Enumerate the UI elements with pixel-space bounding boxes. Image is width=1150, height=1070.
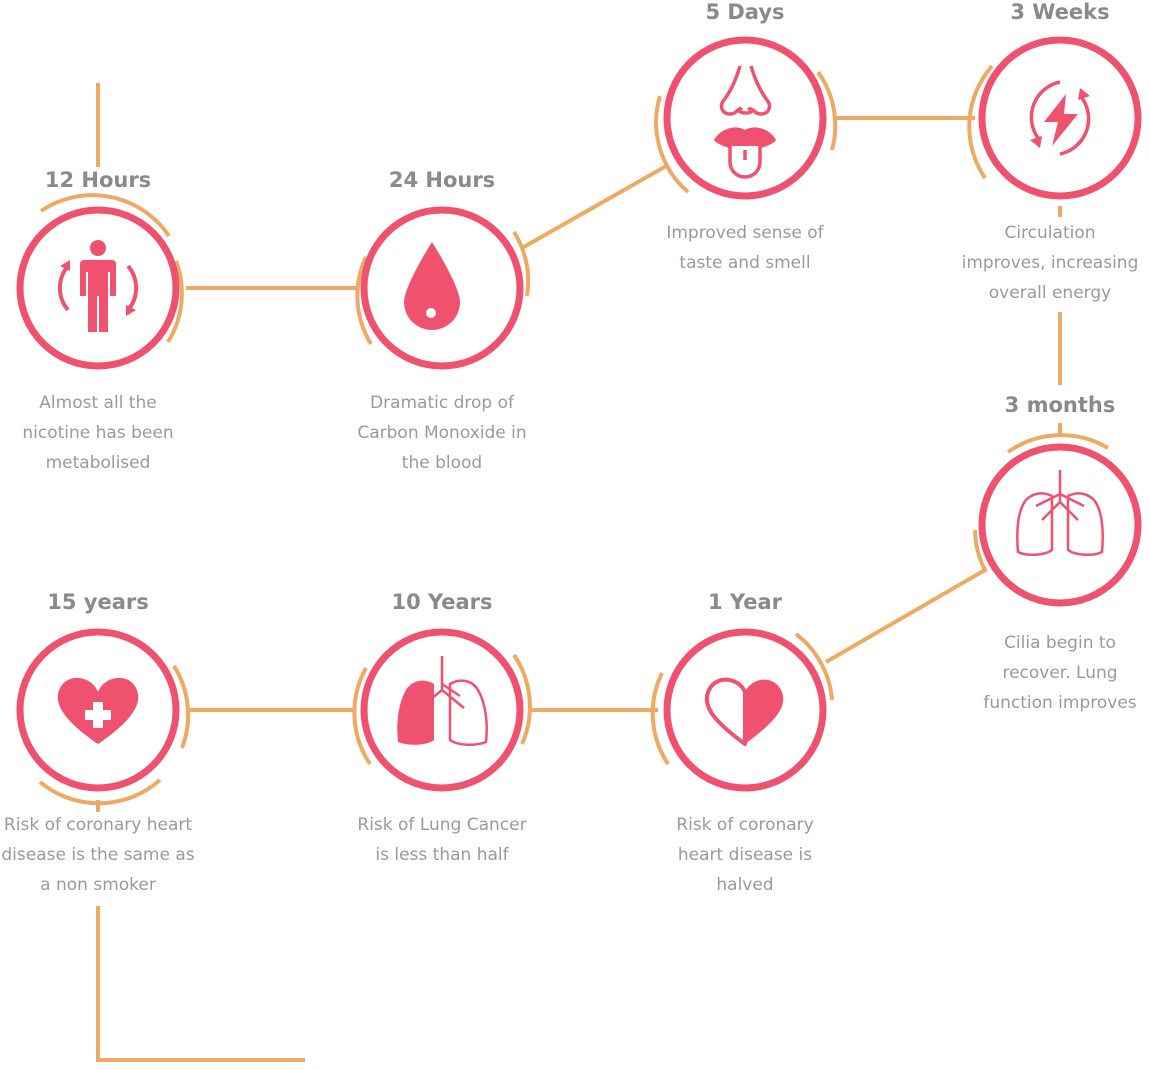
node-ring-arc (1006, 433, 1110, 454)
connector-3m-1y (824, 568, 987, 664)
node-ring-arc (512, 653, 532, 745)
node-1-year (650, 628, 834, 792)
milestone-title: 24 Hours (388, 168, 496, 192)
node-24-hours (355, 206, 531, 370)
node-ring-arc (650, 672, 670, 766)
node-10-years (352, 628, 532, 792)
node-ring (978, 443, 1142, 607)
node-ring-arc (967, 64, 994, 180)
node-ring-arc (355, 256, 373, 346)
node-ring (663, 36, 827, 200)
connector-lines (96, 83, 1062, 1062)
node-3-weeks (967, 36, 1142, 200)
node-ring-arc (794, 632, 834, 701)
node-ring-arc (38, 778, 162, 806)
node-ring-arc (172, 664, 191, 749)
node-5-days (654, 36, 838, 200)
heart-cross-icon (57, 677, 139, 744)
node-3-months (973, 433, 1142, 607)
node-ring-arc (654, 95, 690, 194)
milestone-title: 3 Weeks (1010, 0, 1110, 24)
milestone-title: 15 years (47, 590, 149, 614)
milestone-title: 5 Days (705, 0, 785, 24)
blood-drop-icon (404, 242, 460, 330)
energy-cycle-icon (1029, 80, 1091, 156)
node-ring-arc (512, 230, 531, 297)
lungs-half-icon (397, 656, 488, 746)
half-heart-icon (704, 677, 784, 746)
nose-mouth-icon (714, 65, 776, 179)
connector-24h-5d (521, 163, 669, 250)
node-15-years (16, 628, 191, 806)
node-ring-arc (352, 667, 372, 766)
node-ring-arc (816, 70, 838, 151)
node-12-hours (16, 193, 184, 370)
connector-15y-exit (96, 906, 305, 1062)
node-ring (360, 628, 524, 792)
milestone-title: 3 months (1004, 393, 1116, 417)
lungs-outline-icon (1016, 470, 1104, 556)
milestone-title: 10 Years (391, 590, 493, 614)
milestone-title: 1 Year (708, 590, 782, 614)
person-cycle-icon (57, 240, 139, 332)
node-ring-arc (39, 193, 171, 238)
node-ring-arc (973, 529, 988, 573)
node-ring-arc (166, 260, 184, 344)
milestone-title: 12 Hours (44, 168, 152, 192)
